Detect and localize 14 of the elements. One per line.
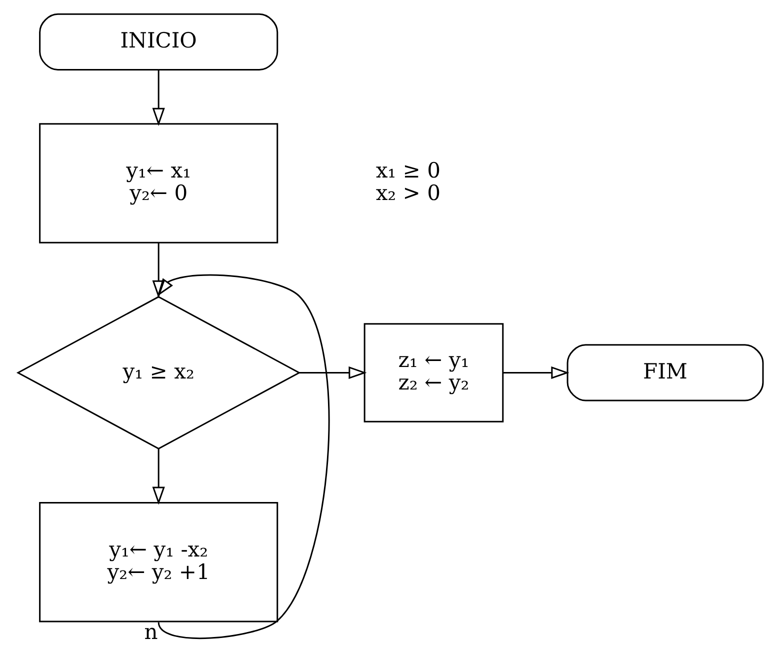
node-box: FIM: [566, 344, 764, 402]
node-box: z₁ ← y₁ z₂ ← y₂: [363, 323, 504, 422]
arrow: [156, 274, 330, 640]
node-box: y₁← x₁ y₂← 0: [38, 123, 278, 244]
node-label: x₂ > 0: [375, 180, 440, 206]
arrow: [298, 366, 366, 380]
arrow: [152, 448, 164, 505]
arrow: [152, 242, 164, 298]
arrow: [152, 70, 164, 126]
arrow: [502, 366, 569, 380]
node-box: y₁← y₁ -x₂ y₂← y₂ +1: [38, 502, 278, 622]
node-diamond: y₁ ≥ x₂: [16, 296, 300, 450]
node-box: INICIO: [38, 13, 278, 71]
node-label: x₁ ≥ 0: [375, 158, 440, 183]
